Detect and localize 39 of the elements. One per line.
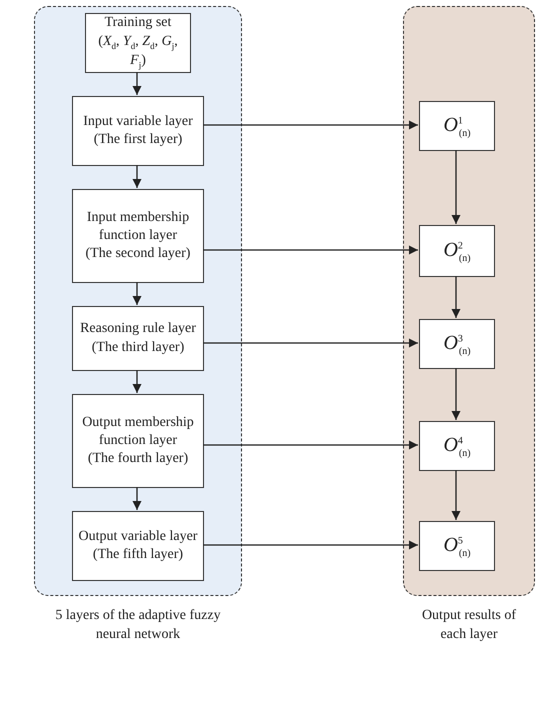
layer-box <box>72 511 204 581</box>
layer-box <box>72 394 204 488</box>
output-box <box>419 319 495 369</box>
output-box <box>419 521 495 571</box>
layer-detail: (The first layer) <box>94 131 182 149</box>
layer-detail: (The fourth layer) <box>88 450 188 468</box>
layer-box <box>72 306 204 371</box>
arrow <box>451 276 461 318</box>
layer-box <box>72 96 204 166</box>
panel-caption: Output results of each layer <box>420 607 518 644</box>
arrow <box>451 470 461 520</box>
output-box <box>419 225 495 277</box>
layer-detail: (The third layer) <box>92 338 184 356</box>
arrow <box>203 540 418 550</box>
layer-name: Input variable layer <box>83 112 193 131</box>
layer-box <box>72 189 204 283</box>
arrow <box>132 370 142 393</box>
arrow <box>203 440 418 450</box>
output-box <box>419 421 495 471</box>
output-box <box>419 101 495 151</box>
layer-name: Training set <box>104 14 172 32</box>
layer-name: Output variable layer <box>78 528 198 546</box>
arrow <box>132 487 142 510</box>
layer-detail: (The fifth layer) <box>92 546 184 564</box>
layer-detail: (X$_{d}$, Y$_{d}$, Z$_{d}$, G$_{j}$, F$_{j}$) <box>97 32 179 72</box>
arrow <box>203 338 418 348</box>
layer-name: Output membership function layer <box>81 414 195 450</box>
arrow <box>132 282 142 305</box>
arrow <box>203 120 418 130</box>
layer-detail: (The second layer) <box>86 245 190 264</box>
arrow <box>203 245 418 255</box>
arrow <box>451 368 461 420</box>
arrow <box>132 72 142 95</box>
panel-caption: 5 layers of the adaptive fuzzy neural network <box>54 607 222 644</box>
layer-name: Reasoning rule layer <box>80 320 196 338</box>
arrow <box>132 165 142 188</box>
layer-name: Input membership function layer <box>86 208 190 245</box>
layer-box <box>85 13 191 73</box>
arrow <box>451 150 461 224</box>
